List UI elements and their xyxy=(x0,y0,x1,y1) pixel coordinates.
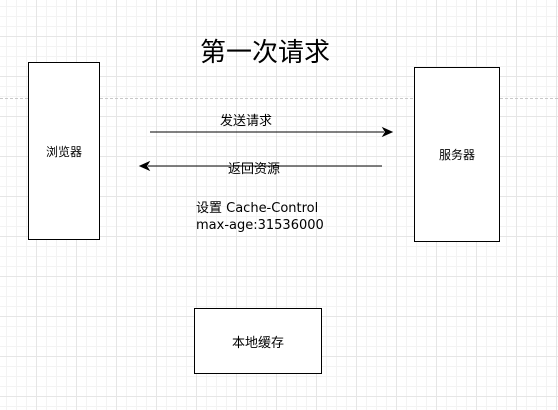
server-box[interactable]: 服务器 xyxy=(414,67,500,242)
request-arrow[interactable] xyxy=(150,126,394,138)
response-arrow[interactable] xyxy=(138,160,382,172)
request-arrowhead-icon xyxy=(381,126,394,138)
request-arrow-label[interactable]: 发送请求 xyxy=(220,114,273,129)
local-cache-label: 本地缓存 xyxy=(231,335,284,351)
note-line-2: max-age:31536000 xyxy=(196,218,324,233)
server-label: 服务器 xyxy=(438,148,475,162)
response-arrow-label[interactable]: 返回资源 xyxy=(228,162,281,177)
note-line-1: 设置 Cache-Control xyxy=(196,201,319,216)
browser-box[interactable]: 浏览器 xyxy=(28,62,100,240)
browser-label: 浏览器 xyxy=(45,144,82,159)
local-cache-box[interactable]: 本地缓存 xyxy=(194,308,322,374)
diagram-title[interactable]: 第一次请求 xyxy=(199,38,330,68)
response-arrowhead-icon xyxy=(138,160,151,172)
cache-control-note[interactable]: 设置 Cache-Control max-age:31536000 xyxy=(196,200,324,234)
page-break-line xyxy=(0,98,558,99)
